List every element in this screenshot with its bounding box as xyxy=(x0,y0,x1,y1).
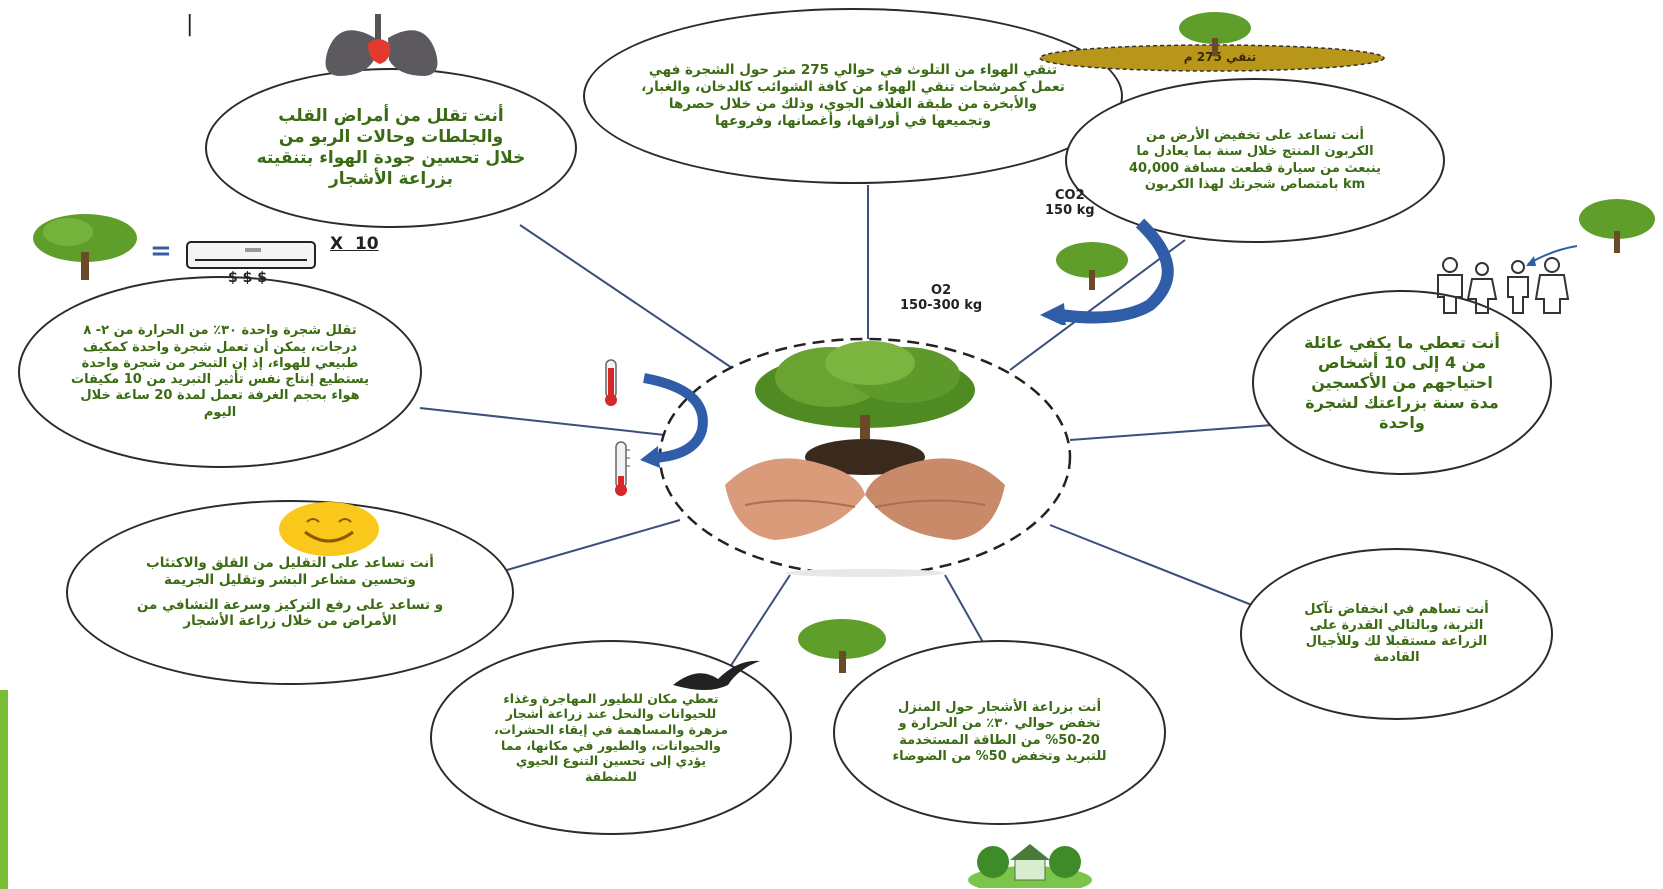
o2-label: O2 150-300 kg xyxy=(900,283,983,313)
thermometer-cold-icon xyxy=(615,441,630,496)
wildlife-text: تعطي مكان للطيور المهاجرة وغذاء للحيوانا… xyxy=(494,690,728,784)
connector-line xyxy=(419,407,666,436)
cooling-text: تقلل شجرة واحدة ٣٠٪ من الحرارة من ٢- ٨ د… xyxy=(71,323,369,420)
tree-in-hands-icon xyxy=(658,337,1072,577)
air-purification-text: تنقي الهواء من التلوث في حوالي 275 متر ح… xyxy=(641,62,1065,129)
tree-icon xyxy=(798,619,886,673)
bubble-soil: أنت تساهم في انخفاض تآكل التربة، وبالتال… xyxy=(1240,548,1553,720)
connector-line xyxy=(519,224,736,371)
bubble-home-energy: أنت بزراعة الأشجار حول المنزل تخفض حوالي… xyxy=(833,640,1166,825)
oxygen-family-text: أنت تعطي ما يكفي عائلة من 4 إلى 10 أشخاص… xyxy=(1304,332,1500,432)
left-accent-bar xyxy=(0,690,8,889)
thermometer-hot-icon xyxy=(605,359,617,406)
family-icon xyxy=(1437,257,1570,314)
arrow-icon xyxy=(1526,245,1578,266)
bubble-cooling: تقلل شجرة واحدة ٣٠٪ من الحرارة من ٢- ٨ د… xyxy=(18,276,422,468)
stroke-mark: | xyxy=(186,12,194,37)
ac-cost: $ $ $ xyxy=(228,270,267,286)
bubble-oxygen-family: أنت تعطي ما يكفي عائلة من 4 إلى 10 أشخاص… xyxy=(1252,290,1552,475)
heart-disease-text: أنت تقلل من أمراض القلب والجلطات وحالات … xyxy=(256,105,526,190)
mental-health-text-1: أنت تساعد على التقليل من القلق والاكتئاب… xyxy=(146,554,434,588)
smiley-icon xyxy=(279,502,379,556)
tree-icon xyxy=(1056,242,1128,290)
tree-icon xyxy=(1579,199,1655,253)
lungs-icon xyxy=(325,14,438,76)
bubble-air-purification: تنقي الهواء من التلوث في حوالي 275 متر ح… xyxy=(583,8,1123,184)
connector-line xyxy=(499,519,681,573)
co2-label: CO2 150 kg xyxy=(1045,188,1095,218)
cycle-arrow-icon xyxy=(1040,218,1174,325)
ac-multiplier: X 10 xyxy=(330,234,379,254)
bird-icon xyxy=(673,660,760,690)
connector-line xyxy=(1009,239,1186,371)
mental-health-text-2: و تساعد على رفع التركيز وسرعة التشافي من… xyxy=(136,596,444,630)
landscape-icon xyxy=(968,844,1092,888)
soil-text: أنت تساهم في انخفاض تآكل التربة، وبالتال… xyxy=(1304,601,1489,666)
cooling-arrow-icon xyxy=(640,373,708,468)
bubble-carbon: أنت تساعد على تخفيض الأرض من الكربون الم… xyxy=(1065,78,1445,243)
home-energy-text: أنت بزراعة الأشجار حول المنزل تخفض حوالي… xyxy=(892,700,1107,764)
oval-caption: تنقي 275 م xyxy=(1183,50,1257,64)
carbon-text: أنت تساعد على تخفيض الأرض من الكربون الم… xyxy=(1128,128,1382,192)
tree-icon xyxy=(33,214,137,280)
air-conditioner-icon xyxy=(186,241,316,269)
tree-icon xyxy=(1179,12,1251,56)
center-hub xyxy=(655,335,1075,580)
bubble-heart-disease: أنت تقلل من أمراض القلب والجلطات وحالات … xyxy=(205,68,577,228)
equals-sign: = xyxy=(150,236,172,266)
